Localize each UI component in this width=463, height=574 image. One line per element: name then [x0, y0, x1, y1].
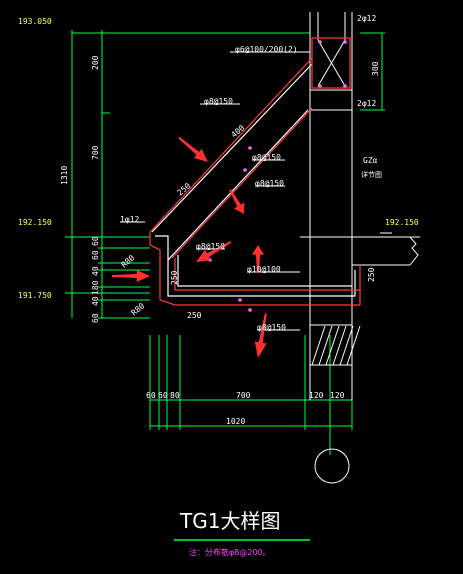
- annotation-arrows: [112, 136, 267, 358]
- label-phi8-mid: φ8@150: [252, 153, 281, 162]
- label-top-bars: 2φ12: [357, 14, 376, 23]
- elevation-top: 193.050: [18, 17, 52, 26]
- label-r80-a: R80: [120, 253, 137, 269]
- dim-total-height: 1310: [60, 166, 69, 185]
- wall-below: [309, 324, 353, 366]
- arrow-bottom-shape: [254, 313, 267, 358]
- arrow-web-shape: [196, 241, 232, 262]
- label-phi8-web: φ8@150: [196, 242, 225, 251]
- dim-200: 200: [91, 55, 100, 70]
- beam-stirrup-diag-2: [317, 39, 346, 87]
- label-r80-b: R80: [130, 301, 147, 317]
- label-phi8-upper: φ8@150: [204, 97, 233, 106]
- label-phi8-diag: φ8@150: [255, 179, 284, 188]
- column-code: GZα: [363, 156, 378, 165]
- rebar-dot: [243, 168, 247, 172]
- dim-250-right: 250: [367, 267, 376, 282]
- dim-700: 700: [91, 145, 100, 160]
- dim-60c: 60: [91, 313, 100, 323]
- label-250-diag: 250: [176, 181, 193, 197]
- slope-top-edge: [149, 57, 313, 233]
- label-phi8-bottom: φ8@150: [257, 323, 286, 332]
- hdim-total: 1020: [226, 417, 245, 426]
- drawing-note: 注：分布筋φ8@200。: [189, 547, 271, 557]
- rebar-slope-bottom: [167, 109, 309, 261]
- rebar-dot: [343, 84, 347, 88]
- arrow-upper: [178, 136, 208, 162]
- beam-outline: [311, 37, 351, 89]
- hatch-line: [311, 325, 326, 366]
- hdim-120a: 120: [309, 391, 324, 400]
- hatch-line: [325, 325, 340, 366]
- column-note: 详节图: [361, 170, 382, 179]
- hdim-120b: 120: [330, 391, 345, 400]
- drawing-title: TG1大样图: [179, 509, 280, 533]
- arrow-mid-shape: [229, 189, 245, 214]
- hdim-700: 700: [236, 391, 251, 400]
- rebar-dot: [318, 40, 322, 44]
- concrete-outline: [149, 37, 361, 306]
- hdim-60a: 60: [146, 391, 156, 400]
- rebar-dot: [248, 146, 252, 150]
- dim-60a: 60: [91, 236, 100, 246]
- label-stirrup-beam: φ6@100/200(2): [235, 45, 298, 54]
- rebar-slope-top: [151, 63, 313, 233]
- elevation-mid-right: 192.150: [385, 218, 419, 227]
- dim-180: 180: [91, 280, 100, 295]
- hatch-line: [339, 325, 354, 366]
- rebar-dot: [238, 298, 242, 302]
- arrow-left: [112, 270, 150, 282]
- label-bottom-bars: 2φ12: [357, 99, 376, 108]
- rebar-step: [155, 235, 356, 297]
- hatch-line: [332, 325, 347, 366]
- label-250-web: 250: [170, 270, 179, 285]
- rebar-dot: [248, 308, 252, 312]
- elevation-mid-left: 192.150: [18, 218, 52, 227]
- label-phi10: φ10@100: [247, 265, 281, 274]
- rebar-dot: [343, 40, 347, 44]
- label-400: 400: [230, 123, 247, 139]
- hdim-60b: 60: [158, 391, 168, 400]
- step-inner: [174, 258, 360, 291]
- label-250-bottom: 250: [187, 311, 202, 320]
- arrow-web: [196, 241, 232, 262]
- arrow-right: [252, 245, 264, 273]
- dim-300: 300: [371, 61, 380, 76]
- rebar-step-inner: [177, 255, 352, 287]
- dim-40a: 40: [91, 266, 100, 276]
- hatch-line: [318, 325, 333, 366]
- elevation-bottom: 191.750: [18, 291, 52, 300]
- hatch-line: [346, 325, 361, 366]
- hdim-80: 80: [170, 391, 180, 400]
- dim-40b: 40: [91, 296, 100, 306]
- arrow-bottom: [254, 313, 267, 358]
- slope-bottom-edge: [171, 107, 313, 259]
- dim-60b: 60: [91, 250, 100, 260]
- arrow-left-shape: [112, 270, 150, 282]
- arrow-mid: [229, 189, 245, 214]
- rebar-dot: [318, 84, 322, 88]
- step-outline: [149, 232, 361, 306]
- arrow-upper-shape: [178, 136, 208, 162]
- arrow-right-shape: [252, 245, 264, 273]
- break-mark: [409, 236, 419, 266]
- axis-circle: [314, 448, 350, 484]
- structure-lines: [65, 12, 420, 541]
- label-phi12-left: 1φ12: [120, 215, 139, 224]
